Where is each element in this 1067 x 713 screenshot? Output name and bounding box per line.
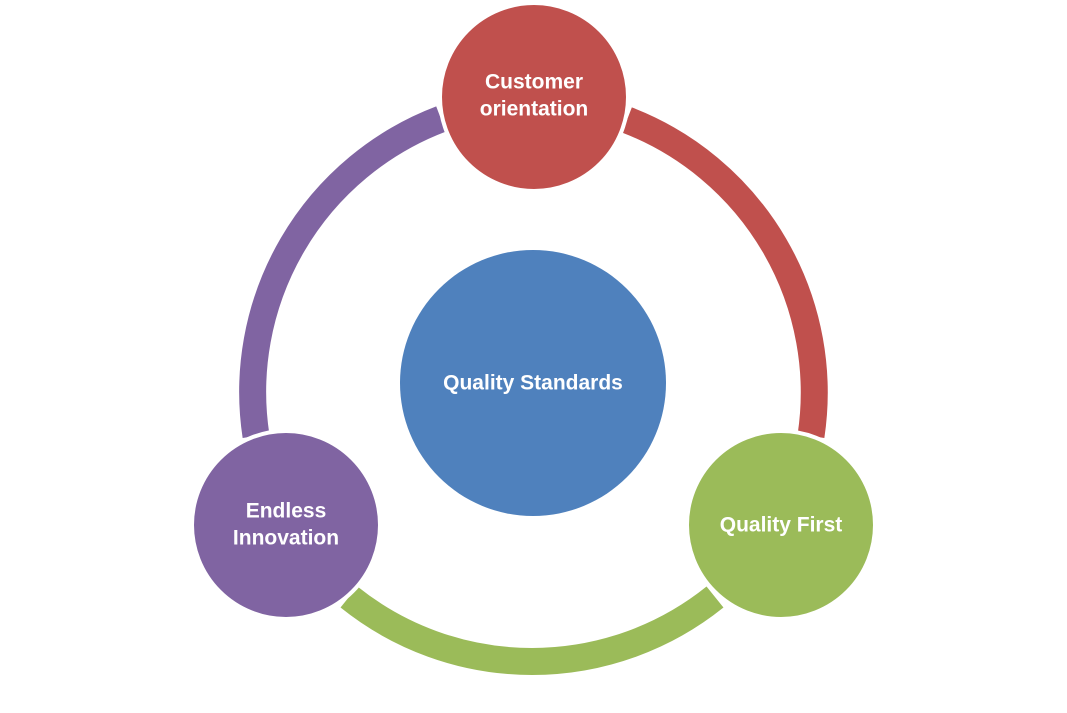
node-circle-endless-innovation: [190, 429, 382, 621]
node-circle-customer-orientation: [438, 1, 630, 193]
center-label: Quality Standards: [443, 372, 623, 395]
node-label-customer-orientation-line-2: orientation: [480, 98, 589, 121]
node-label-customer-orientation: Customer: [485, 71, 583, 94]
node-endless-innovation: Endless Innovation: [190, 429, 382, 621]
node-label-quality-first: Quality First: [720, 514, 843, 537]
arc-customer-to-quality-first: [622, 107, 828, 438]
node-label-endless-innovation-line-2: Innovation: [233, 527, 339, 550]
node-label-endless-innovation: Endless: [246, 500, 327, 523]
arc-quality-first-to-endless-innovation: [340, 586, 724, 675]
node-customer-orientation: Customer orientation: [438, 1, 630, 193]
arc-endless-innovation-to-customer: [239, 106, 446, 439]
node-circle-quality-first: [685, 429, 877, 621]
center-circle: [400, 250, 666, 516]
center-node: Quality Standards: [400, 250, 666, 516]
node-quality-first: Quality First: [685, 429, 877, 621]
